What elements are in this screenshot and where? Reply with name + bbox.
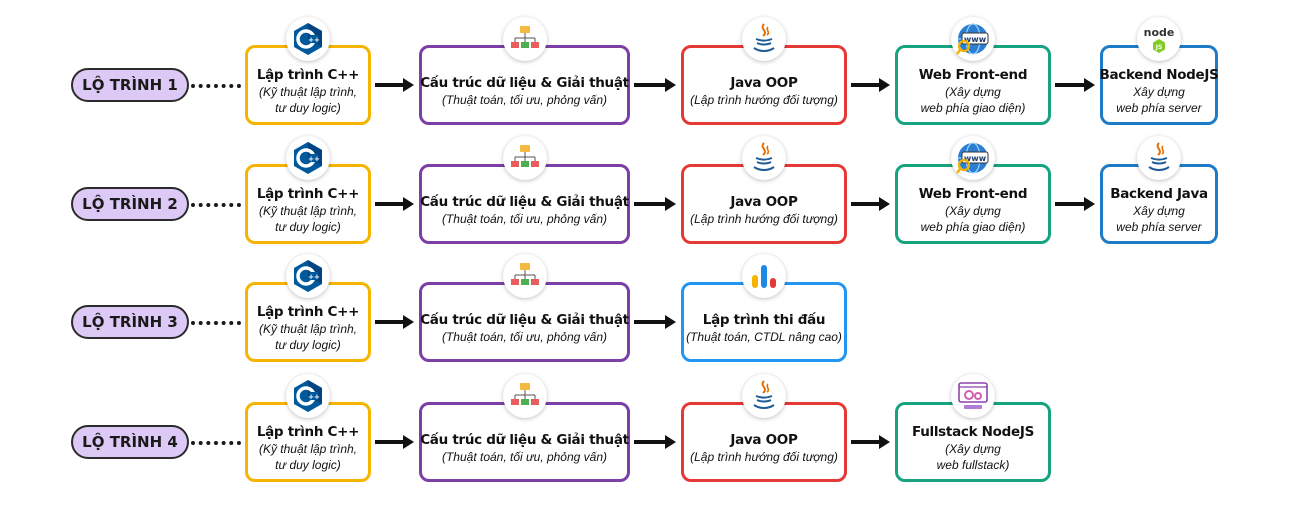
- step-title: Backend NodeJS: [1099, 66, 1219, 83]
- dotted-connector: [191, 84, 241, 88]
- route-label-4: LỘ TRÌNH 4: [71, 425, 189, 459]
- step-title: Web Front-end: [918, 185, 1028, 202]
- step-subtitle-line2: tư duy logic): [275, 219, 341, 234]
- svg-text:www: www: [964, 154, 987, 163]
- step-title: Lập trình C++: [256, 185, 360, 202]
- svg-text:++: ++: [308, 393, 320, 401]
- step-title: Cấu trúc dữ liệu & Giải thuật: [420, 311, 629, 328]
- step-subtitle-line2: tư duy logic): [275, 337, 341, 352]
- cpp-icon: ++: [286, 136, 330, 180]
- svg-text:++: ++: [308, 36, 320, 44]
- dotted-connector: [191, 203, 241, 207]
- svg-text:www: www: [964, 35, 987, 44]
- flow-arrow: [375, 435, 414, 449]
- svg-text:++: ++: [308, 273, 320, 281]
- step-subtitle: (Kỹ thuật lập trình,: [258, 321, 358, 336]
- flow-arrow: [375, 315, 414, 329]
- step-title: Java OOP: [730, 193, 798, 210]
- step-title: Lập trình C++: [256, 66, 360, 83]
- nodejs-wordmark: node: [1144, 26, 1175, 39]
- step-title: Lập trình C++: [256, 303, 360, 320]
- java-icon: [742, 136, 786, 180]
- svg-text:++: ++: [308, 155, 320, 163]
- step-title: Lập trình C++: [256, 423, 360, 440]
- flow-arrow: [634, 435, 676, 449]
- flow-arrow: [1055, 78, 1095, 92]
- step-title: Cấu trúc dữ liệu & Giải thuật: [420, 431, 629, 448]
- step-subtitle: (Thuật toán, tối ưu, phỏng vấn): [441, 329, 608, 344]
- route-label-1: LỘ TRÌNH 1: [71, 68, 189, 102]
- step-subtitle: (Kỹ thuật lập trình,: [258, 84, 358, 99]
- flow-arrow: [634, 197, 676, 211]
- data-structure-icon: [502, 254, 547, 298]
- step-title: Java OOP: [730, 74, 798, 91]
- flow-arrow: [851, 78, 890, 92]
- step-subtitle: (Xây dựng: [945, 84, 1001, 99]
- step-subtitle: (Kỹ thuật lập trình,: [258, 441, 358, 456]
- step-subtitle: (Thuật toán, tối ưu, phỏng vấn): [441, 92, 608, 107]
- step-subtitle-line2: web phía giao diện): [920, 219, 1026, 234]
- step-subtitle: (Xây dựng: [945, 203, 1001, 218]
- step-subtitle: (Xây dựng: [945, 441, 1001, 456]
- step-title: Java OOP: [730, 431, 798, 448]
- step-title: Fullstack NodeJS: [911, 423, 1035, 440]
- flow-arrow: [634, 315, 676, 329]
- svg-text:JS: JS: [1155, 44, 1163, 51]
- route-label-3: LỘ TRÌNH 3: [71, 305, 189, 339]
- step-subtitle: (Lập trình hướng đối tượng): [690, 92, 838, 107]
- step-subtitle: (Lập trình hướng đối tượng): [690, 449, 838, 464]
- cpp-icon: ++: [286, 17, 330, 61]
- step-subtitle-line2: web fullstack): [936, 457, 1010, 472]
- step-subtitle: (Thuật toán, tối ưu, phỏng vấn): [441, 449, 608, 464]
- step-subtitle-line2: web phía giao diện): [920, 100, 1026, 115]
- data-structure-icon: [502, 136, 547, 180]
- step-title: Cấu trúc dữ liệu & Giải thuật: [420, 74, 629, 91]
- dotted-connector: [191, 321, 241, 325]
- flow-arrow: [851, 435, 890, 449]
- cpp-icon: ++: [286, 374, 330, 418]
- data-structure-icon: [502, 17, 547, 61]
- step-subtitle-line2: tư duy logic): [275, 100, 341, 115]
- step-subtitle: Xây dựng: [1133, 203, 1185, 218]
- step-subtitle: (Kỹ thuật lập trình,: [258, 203, 358, 218]
- flow-arrow: [375, 78, 414, 92]
- step-title: Lập trình thi đấu: [702, 311, 826, 328]
- route-label-2: LỘ TRÌNH 2: [71, 187, 189, 221]
- flow-arrow: [634, 78, 676, 92]
- flow-arrow: [851, 197, 890, 211]
- www-icon: www: [951, 17, 995, 61]
- java-icon: [1137, 136, 1181, 180]
- step-title: Backend Java: [1110, 185, 1208, 202]
- step-subtitle-line2: web phía server: [1116, 100, 1202, 115]
- flow-arrow: [1055, 197, 1095, 211]
- cpp-icon: ++: [286, 254, 330, 298]
- fullstack-gear-icon: [951, 374, 995, 418]
- step-subtitle: (Lập trình hướng đối tượng): [690, 211, 838, 226]
- step-subtitle: (Thuật toán, tối ưu, phỏng vấn): [441, 211, 608, 226]
- step-subtitle-line2: tư duy logic): [275, 457, 341, 472]
- bar-chart-icon: [742, 254, 786, 298]
- dotted-connector: [191, 441, 241, 445]
- java-icon: [742, 374, 786, 418]
- step-title: Cấu trúc dữ liệu & Giải thuật: [420, 193, 629, 210]
- step-subtitle: (Thuật toán, CTDL nâng cao): [686, 329, 842, 344]
- step-subtitle-line2: web phía server: [1116, 219, 1202, 234]
- www-icon: www: [951, 136, 995, 180]
- java-icon: [742, 17, 786, 61]
- step-subtitle: Xây dựng: [1133, 84, 1185, 99]
- step-title: Web Front-end: [918, 66, 1028, 83]
- data-structure-icon: [502, 374, 547, 418]
- flow-arrow: [375, 197, 414, 211]
